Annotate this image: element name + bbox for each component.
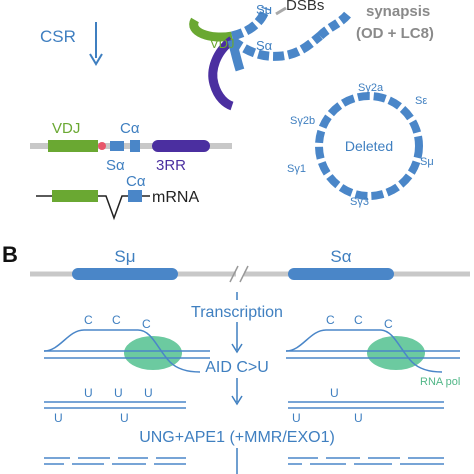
c-label-2: C (112, 313, 121, 327)
axis-break (229, 265, 249, 283)
mrna-vdj-exon (52, 190, 98, 202)
smu-region-label: Sμ (114, 247, 135, 266)
deleted-label: Deleted (345, 138, 393, 154)
salpha-bottom-label: Sα (106, 157, 125, 174)
salpha-region-label: Sα (330, 247, 351, 266)
csr-arrow-head (89, 53, 103, 66)
circle-label-sg2a: Sγ2a (358, 82, 384, 94)
ung-ape1-label: UNG+APE1 (+MMR/EXO1) (139, 429, 335, 446)
aid-label: AID C>U (205, 359, 269, 376)
vdj-top-segment (189, 17, 233, 42)
u-label-8: U (354, 411, 363, 425)
panel-b: B Sμ Sα Transcription C C C C C C AID C>… (2, 242, 470, 474)
deleted-circle (315, 92, 423, 200)
synapsis-subtitle: (OD + LC8) (356, 25, 434, 42)
smu-region-bar (72, 268, 178, 280)
dsbs-label: DSBs (286, 0, 324, 14)
r-loop-right (285, 329, 443, 373)
c-label-6: C (384, 317, 393, 331)
circle-label-se: Sε (415, 95, 427, 107)
u-label-4: U (54, 411, 63, 425)
smu-top-label: Sμ (256, 2, 272, 17)
u-label-6: U (330, 386, 339, 400)
salpha-top-label: Sα (256, 38, 273, 53)
three-rr-bar (152, 140, 210, 152)
u-label-1: U (84, 386, 93, 400)
rna-pol-label: RNA pol (420, 376, 460, 388)
mrna-calpha-label: Cα (126, 173, 146, 190)
ung-arrow-head (231, 395, 243, 406)
salpha-top-segment (229, 32, 323, 61)
salpha-region-bar (288, 268, 394, 280)
transcription-label: Transcription (191, 304, 283, 321)
circle-label-smu: Sμ (420, 156, 434, 168)
circle-label-sg3: Sγ3 (350, 196, 369, 208)
u-label-2: U (114, 386, 123, 400)
dsbs-arrow (275, 6, 287, 16)
three-rr-label: 3RR (156, 157, 186, 174)
c-label-1: C (84, 313, 93, 327)
panel-b-letter: B (2, 242, 18, 267)
u-label-7: U (292, 411, 301, 425)
loop-right-segment (316, 11, 352, 40)
mrna-splice (98, 195, 128, 221)
panel-a: CSR Sμ VDJ Sα DSBs synapsis (OD + LC8) D… (30, 0, 434, 221)
mrna-label: mRNA (152, 189, 199, 206)
u-label-5: U (120, 411, 129, 425)
salpha-bar (110, 141, 124, 151)
calpha-bar (130, 140, 140, 152)
vdj-gene-bar (48, 140, 98, 152)
three-rr-top-segment (208, 36, 235, 111)
circle-label-sg1: Sγ1 (287, 163, 306, 175)
synapsis-label: synapsis (366, 3, 430, 20)
circle-label-sg2b: Sγ2b (290, 115, 315, 127)
junction-stub (227, 38, 245, 72)
rna-pol-left (124, 336, 182, 370)
u-label-3: U (144, 386, 153, 400)
junction-dot (98, 142, 106, 150)
calpha-label: Cα (120, 120, 140, 137)
csr-label: CSR (40, 27, 76, 46)
c-label-5: C (354, 313, 363, 327)
c-label-3: C (142, 317, 151, 331)
c-label-4: C (326, 313, 335, 327)
mrna-calpha-exon (128, 190, 142, 202)
vdj-bottom-label: VDJ (52, 120, 80, 137)
aid-arrow-head (231, 343, 243, 354)
r-loop-left (43, 329, 201, 373)
smu-top-segment (230, 6, 271, 41)
vdj-top-label: VDJ (210, 36, 235, 51)
